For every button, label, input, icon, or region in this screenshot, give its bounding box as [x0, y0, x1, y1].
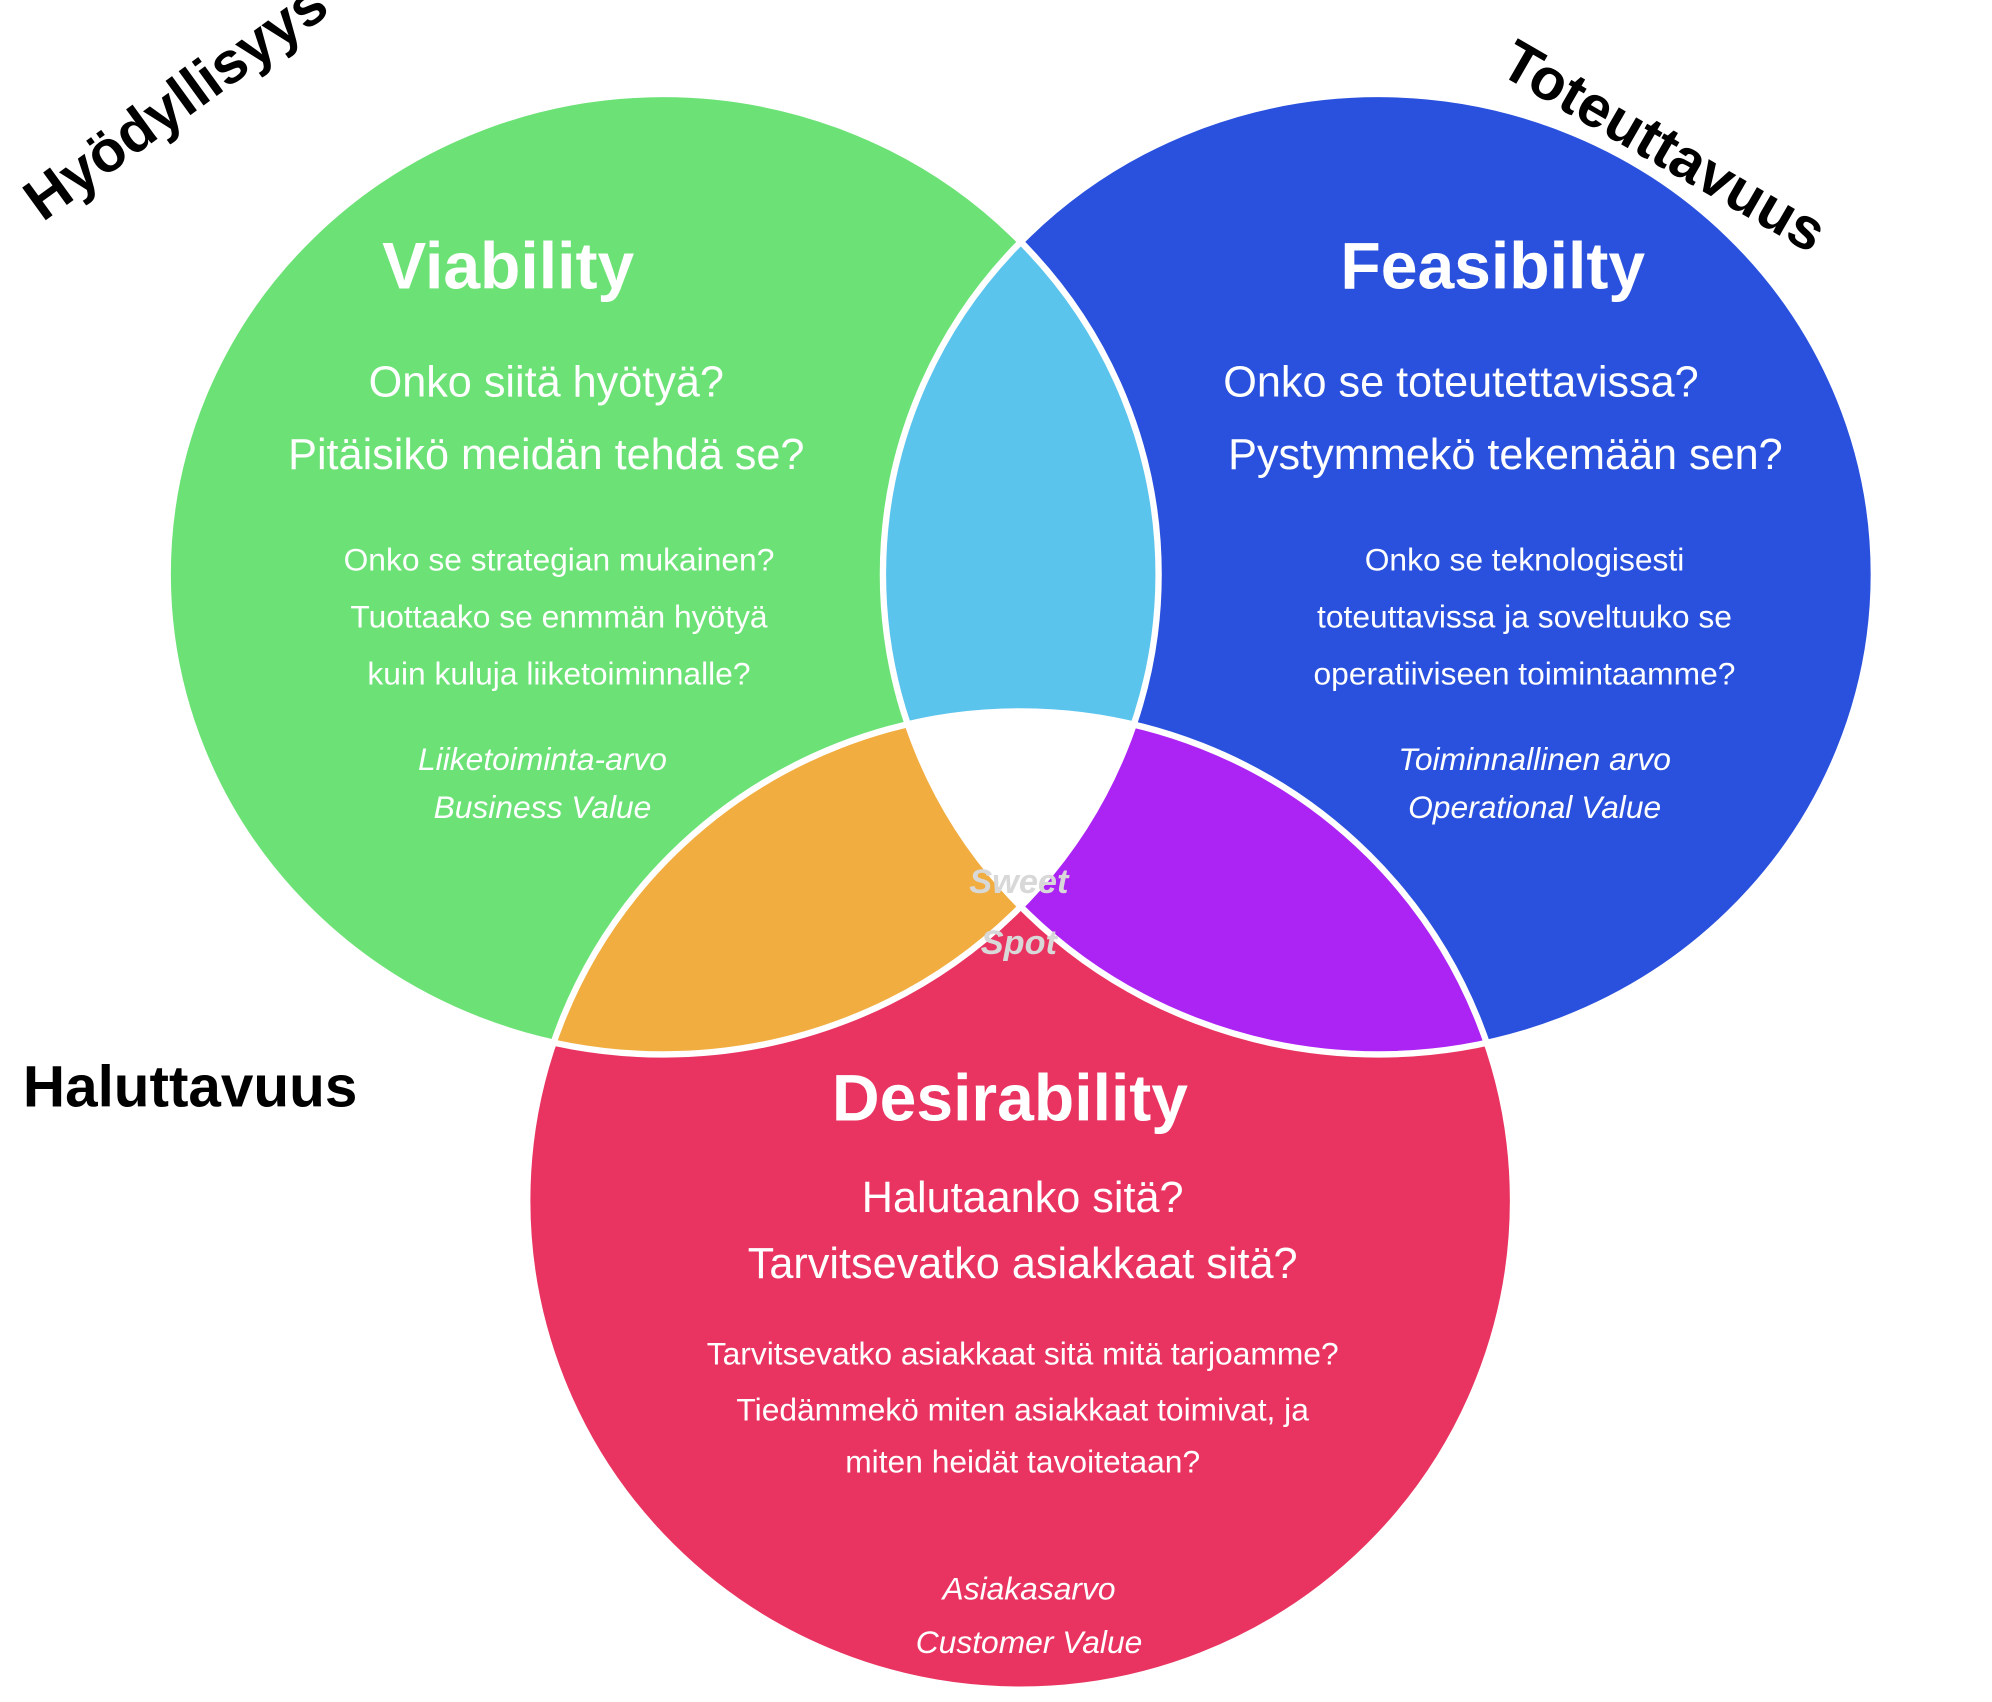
viability-detail-1: Onko se strategian mukainen?: [343, 542, 775, 579]
feasibility-detail-3: operatiiviseen toimintaamme?: [1313, 656, 1736, 693]
feasibility-outline: [879, 90, 1878, 1058]
sweet-spot-label: Sweet Spot: [917, 851, 1120, 973]
feasibility-detail-2: toteuttavissa ja soveltuuko se: [1317, 599, 1732, 636]
viability-outline: [164, 90, 1162, 1058]
desirability-question-2: Tarvitsevatko asiakkaat sitä?: [747, 1239, 1298, 1289]
feasibility-desirability-overlap: [882, 711, 1514, 1055]
desirability-question-1: Halutaanko sitä?: [861, 1173, 1184, 1223]
outer-label-desirability: Haluttavuus: [22, 1053, 358, 1120]
feasibility-value-fi: Toiminnallinen arvo: [1398, 741, 1671, 778]
viability-value-en: Business Value: [433, 790, 652, 826]
feasibility-title: Feasibilty: [1340, 229, 1646, 304]
viability-detail-2: Tuottaako se enmmän hyötyä: [350, 599, 768, 636]
sweet-spot-line-1: Sweet: [969, 862, 1069, 901]
feasibility-question-1: Onko se toteutettavissa?: [1223, 358, 1699, 407]
desirability-title: Desirability: [831, 1062, 1189, 1136]
desirability-value-fi: Asiakasarvo: [942, 1571, 1116, 1608]
desirability-detail-1: Tarvitsevatko asiakkaat sitä mitä tarjoa…: [706, 1336, 1339, 1373]
viability-detail-3: kuin kuluja liiketoiminnalle?: [367, 656, 751, 693]
viability-value-fi: Liiketoiminta-arvo: [418, 741, 667, 778]
desirability-value-en: Customer Value: [915, 1624, 1143, 1661]
desirability-outline: [524, 708, 1517, 1693]
viability-question-2: Pitäisikö meidän tehdä se?: [288, 430, 805, 479]
feasibility-value-en: Operational Value: [1408, 790, 1662, 826]
desirability-detail-2: Tiedämmekö miten asiakkaat toimivat, ja: [736, 1392, 1309, 1428]
feasibility-question-2: Pystymmekö tekemään sen?: [1228, 430, 1783, 479]
desirability-detail-3: miten heidät tavoitetaan?: [845, 1444, 1201, 1481]
sweet-spot-line-2: Spot: [980, 923, 1057, 962]
viability-desirability-overlap: [527, 711, 1159, 1055]
feasibility-detail-1: Onko se teknologisesti: [1364, 542, 1685, 579]
viability-question-1: Onko siitä hyötyä?: [368, 358, 724, 407]
viability-title: Viability: [382, 229, 635, 304]
